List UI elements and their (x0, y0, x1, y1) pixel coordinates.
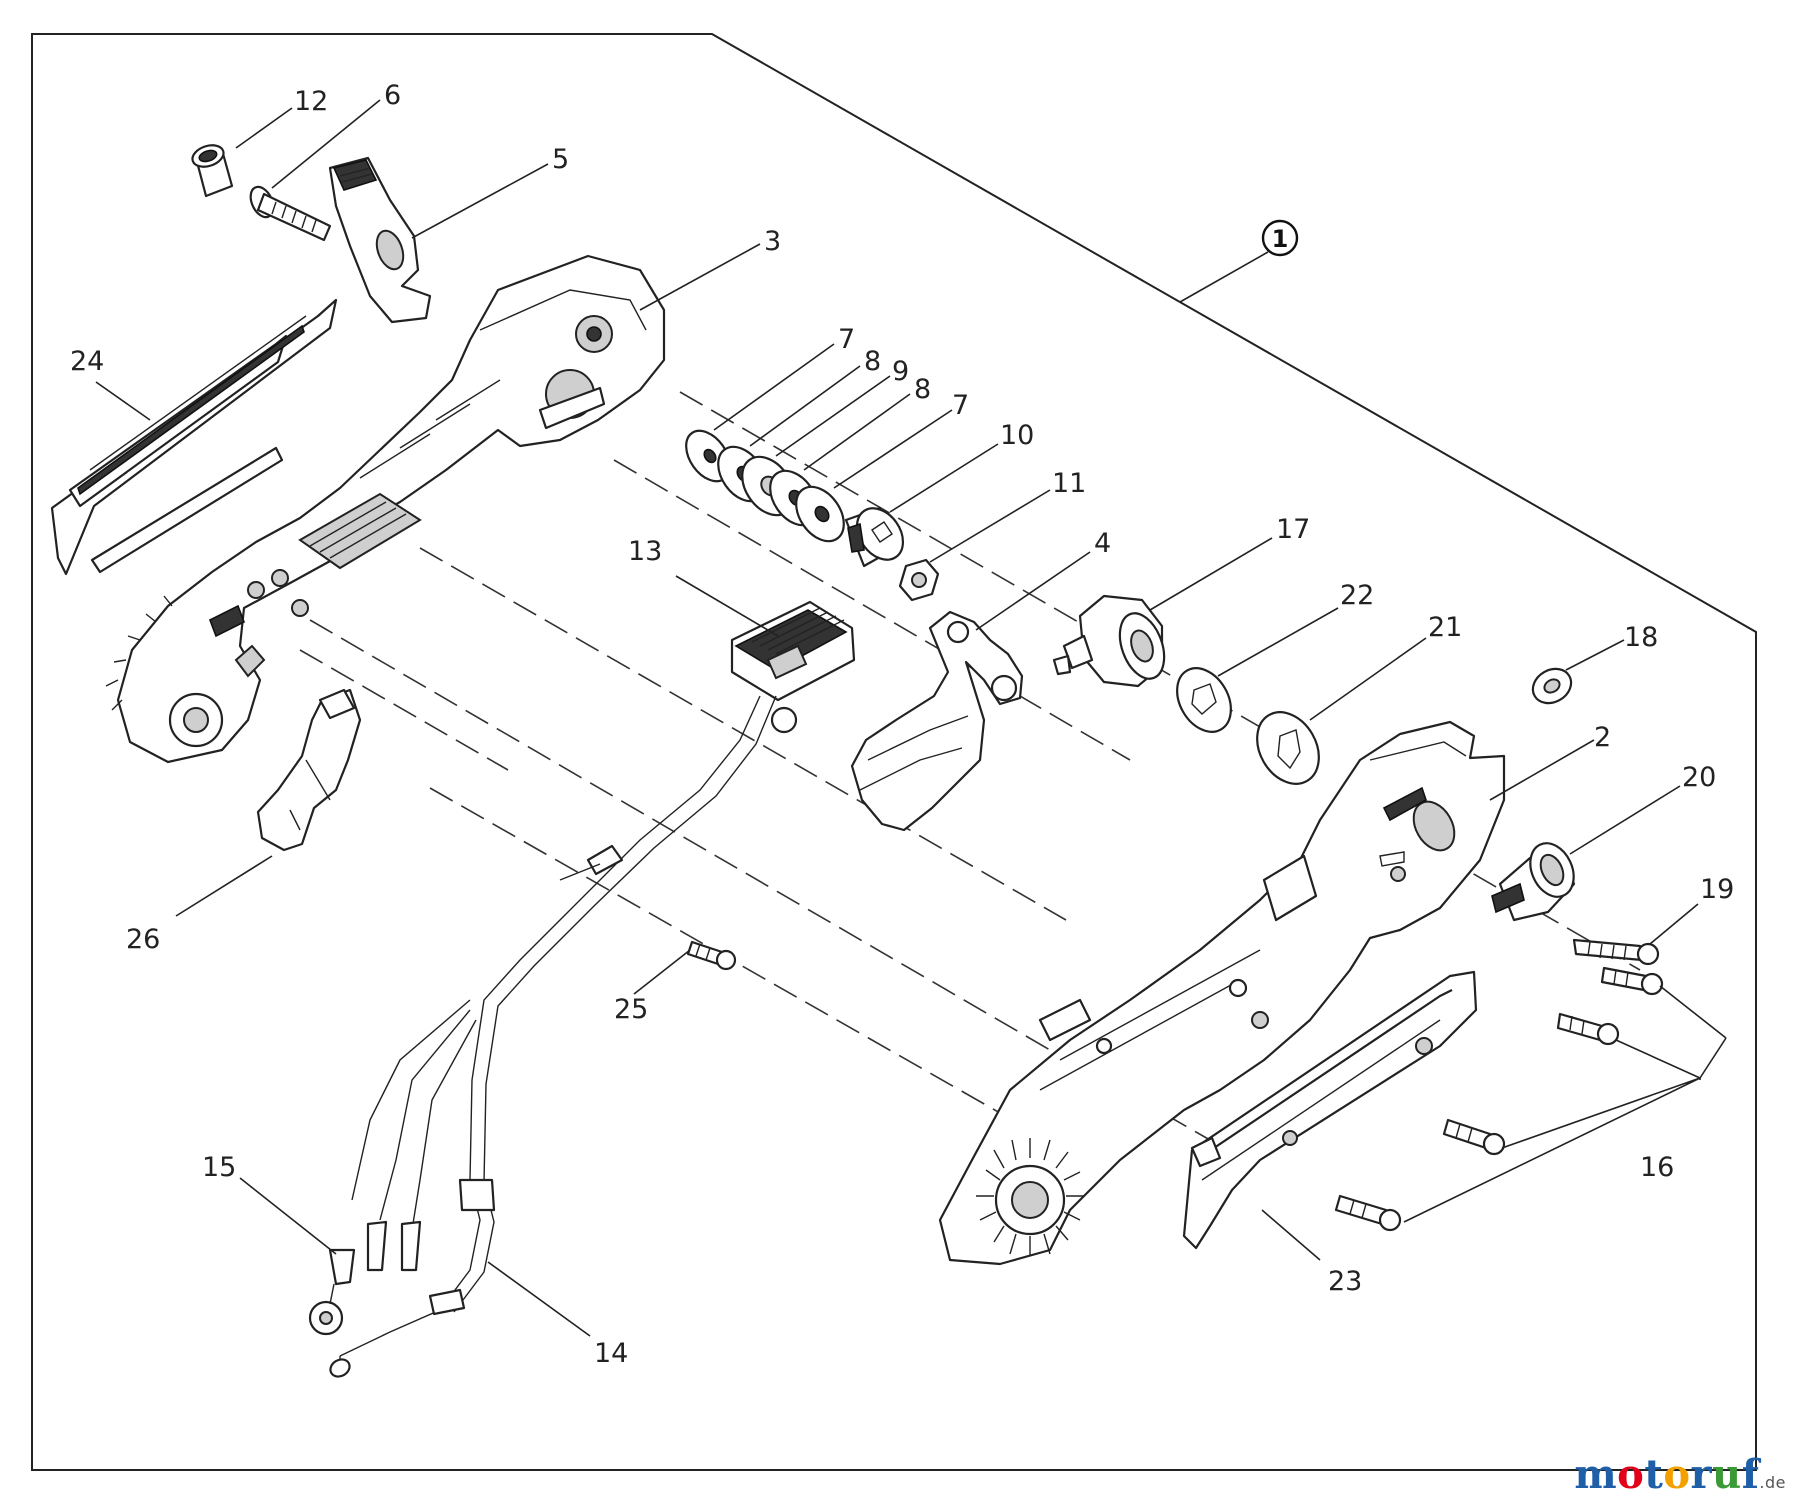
callout-17[interactable]: 17 (1149, 514, 1310, 611)
svg-text:22: 22 (1340, 580, 1374, 611)
part-20-collar[interactable] (1491, 836, 1582, 922)
bracket-16 (1403, 985, 1727, 1223)
screw-16d[interactable] (1334, 1194, 1402, 1232)
svg-text:9: 9 (892, 356, 909, 387)
callout-3[interactable]: 3 (639, 226, 781, 311)
svg-text:14: 14 (594, 1338, 628, 1369)
svg-text:20: 20 (1682, 762, 1716, 793)
callout-7a[interactable]: 7 (713, 324, 855, 431)
callout-7b[interactable]: 7 (833, 390, 969, 489)
part-6-bolt[interactable] (246, 183, 332, 242)
svg-text:24: 24 (70, 346, 104, 377)
part-12-sleeve[interactable] (190, 142, 234, 198)
part-21-washer[interactable] (1245, 701, 1331, 795)
part-3-handle-half[interactable] (105, 254, 666, 764)
callout-26[interactable]: 26 (126, 855, 273, 955)
watermark-letter: o (1617, 1451, 1645, 1498)
callout-10[interactable]: 10 (889, 420, 1034, 513)
svg-text:25: 25 (614, 994, 648, 1025)
screw-16a[interactable] (1600, 966, 1664, 996)
svg-text:4: 4 (1094, 528, 1111, 559)
svg-text:3: 3 (764, 226, 781, 257)
callout-19[interactable]: 19 (1649, 874, 1734, 945)
callout-23[interactable]: 23 (1261, 1209, 1362, 1297)
screw-25[interactable] (686, 940, 737, 971)
svg-text:10: 10 (1000, 420, 1034, 451)
svg-text:5: 5 (552, 144, 569, 175)
part-26-lock-button[interactable] (256, 688, 362, 852)
watermark-brand: motoruf (1574, 1451, 1759, 1498)
callout-16[interactable]: 16 (1640, 1078, 1701, 1183)
watermark-tld: .de (1759, 1473, 1786, 1492)
part-17-switch[interactable] (1052, 594, 1172, 688)
svg-text:2: 2 (1594, 722, 1611, 753)
callout-18[interactable]: 18 (1565, 622, 1658, 671)
callout-21[interactable]: 21 (1309, 612, 1462, 721)
callout-11[interactable]: 11 (929, 468, 1086, 563)
watermark-letter: r (1690, 1451, 1713, 1498)
callout-assembly[interactable]: 1 (1179, 219, 1299, 303)
svg-text:23: 23 (1328, 1266, 1362, 1297)
svg-text:11: 11 (1052, 468, 1086, 499)
callout-22[interactable]: 22 (1217, 580, 1374, 677)
callout-6[interactable]: 6 (271, 80, 401, 189)
watermark-letter: t (1644, 1451, 1664, 1498)
callout-4[interactable]: 4 (975, 528, 1111, 631)
assembly-frame (31, 33, 1757, 1471)
part-14-wire-harness[interactable] (327, 695, 798, 1380)
callout-13[interactable]: 13 (628, 536, 779, 637)
screw-16b[interactable] (1556, 1012, 1620, 1046)
svg-text:8: 8 (914, 374, 931, 405)
callout-12[interactable]: 12 (235, 86, 328, 149)
part-24-cover-strip[interactable] (50, 298, 338, 576)
svg-text:18: 18 (1624, 622, 1658, 653)
callout-14[interactable]: 14 (487, 1261, 628, 1369)
svg-text:26: 26 (126, 924, 160, 955)
callout-20[interactable]: 20 (1569, 762, 1716, 855)
part-22-washer[interactable] (1166, 659, 1242, 742)
svg-text:12: 12 (294, 86, 328, 117)
svg-text:19: 19 (1700, 874, 1734, 905)
part-2-handle-half[interactable] (938, 720, 1506, 1266)
watermark-letter: o (1663, 1451, 1691, 1498)
callout-2[interactable]: 2 (1489, 722, 1611, 801)
callout-15[interactable]: 15 (202, 1152, 337, 1255)
callout-8b[interactable]: 8 (803, 374, 931, 471)
svg-text:17: 17 (1276, 514, 1310, 545)
svg-text:6: 6 (384, 80, 401, 111)
part-4-trigger[interactable] (850, 610, 1024, 832)
callout-24[interactable]: 24 (70, 346, 151, 421)
part-7-washer-b[interactable] (786, 478, 853, 550)
part-15-ring-terminal[interactable] (308, 1248, 356, 1336)
part-18-cap[interactable] (1527, 662, 1578, 710)
callout-25[interactable]: 25 (614, 949, 691, 1025)
svg-text:15: 15 (202, 1152, 236, 1183)
watermark-letter: f (1741, 1451, 1760, 1498)
svg-text:13: 13 (628, 536, 662, 567)
svg-text:8: 8 (864, 346, 881, 377)
svg-text:21: 21 (1428, 612, 1462, 643)
svg-text:7: 7 (838, 324, 855, 355)
part-5-lever[interactable] (328, 156, 432, 324)
callout-9[interactable]: 9 (775, 356, 909, 457)
motoruf-watermark: motoruf.de (1574, 1451, 1786, 1498)
part-11-nut[interactable] (898, 558, 940, 602)
part-13-switch-cap[interactable] (730, 600, 856, 702)
callout-assembly-number: 1 (1272, 225, 1289, 253)
screw-19[interactable] (1572, 938, 1660, 966)
callout-5[interactable]: 5 (411, 144, 569, 239)
watermark-letter: m (1574, 1451, 1618, 1498)
callout-8a[interactable]: 8 (749, 346, 881, 447)
screw-16c[interactable] (1442, 1118, 1506, 1156)
part-23-cover-strip[interactable] (1182, 970, 1478, 1250)
part-10-bushing[interactable] (844, 500, 912, 569)
watermark-letter: u (1712, 1451, 1742, 1498)
svg-text:16: 16 (1640, 1152, 1674, 1183)
svg-text:7: 7 (952, 390, 969, 421)
